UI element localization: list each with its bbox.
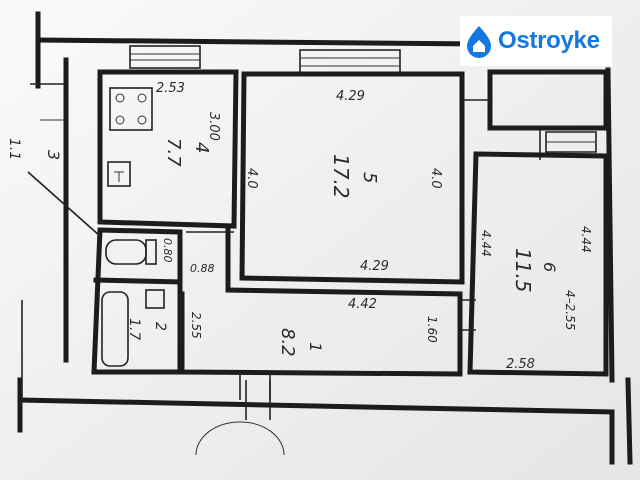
wc-block xyxy=(91,227,234,375)
living-room xyxy=(239,71,490,285)
brand-name: Ostroyke xyxy=(498,27,600,54)
bedroom-note: 4–2.55 xyxy=(563,290,577,330)
hall-height-right: 1.60 xyxy=(425,316,439,343)
labels: 2.53 3.00 4 7.7 4.29 4.29 4.0 4.0 5 17.2… xyxy=(6,81,593,372)
bedroom-room xyxy=(460,151,609,377)
stair-label: 1.1 xyxy=(6,138,22,160)
kitchen-width: 2.53 xyxy=(156,81,185,96)
living-number: 5 xyxy=(359,172,380,183)
living-width-bottom: 4.29 xyxy=(360,259,389,274)
bedroom-depth-left: 4.44 xyxy=(479,230,493,257)
kitchen-area: 7.7 xyxy=(163,138,184,167)
kitchen-room xyxy=(97,69,239,229)
living-height-left: 4.0 xyxy=(244,168,259,189)
stair-number: 3 xyxy=(44,150,63,160)
kitchen-number: 4 xyxy=(191,142,212,153)
bathroom-number: 2 xyxy=(152,322,168,331)
bedroom-width: 2.58 xyxy=(506,357,535,372)
bedroom-area: 11.5 xyxy=(511,248,535,293)
toilet-width: 0.88 xyxy=(190,262,215,275)
bedroom-depth-right: 4.44 xyxy=(579,226,593,253)
bedroom-number: 6 xyxy=(540,262,559,272)
living-width-top: 4.29 xyxy=(336,89,365,104)
hall-area: 8.2 xyxy=(277,328,298,357)
hall-height-left: 2.55 xyxy=(189,312,203,339)
living-area: 17.2 xyxy=(329,154,353,199)
entry-marks xyxy=(27,119,285,456)
brand-logo: Ostroyke xyxy=(460,16,612,66)
toilet-label: 0.80 xyxy=(161,238,174,263)
kitchen-depth: 3.00 xyxy=(206,112,221,141)
outer-walls xyxy=(17,11,633,465)
bathroom-area: 1.7 xyxy=(126,318,142,340)
hall-number: 1 xyxy=(306,342,325,352)
hall-width: 4.42 xyxy=(348,297,377,312)
living-height-right: 4.0 xyxy=(428,168,443,189)
house-drop-icon xyxy=(467,26,491,58)
top-windows xyxy=(129,45,401,75)
